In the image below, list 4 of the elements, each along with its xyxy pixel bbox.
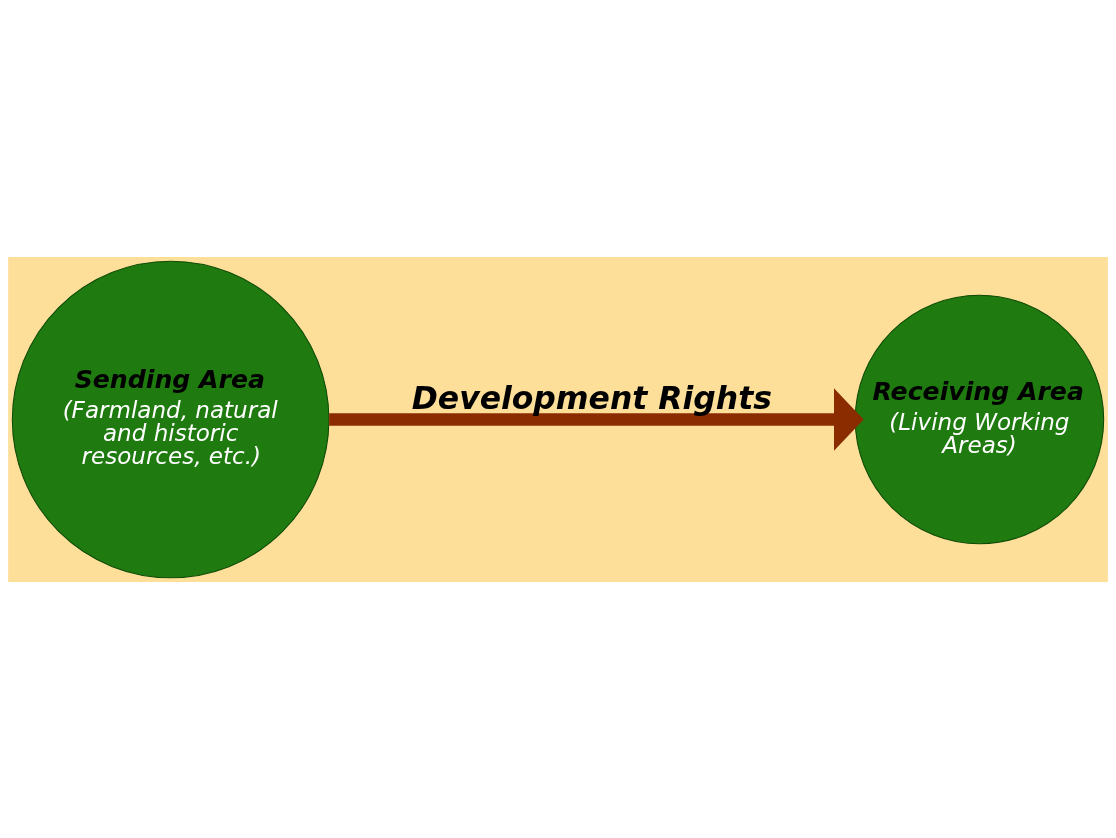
node-circle: Sending Area (Farmland, natural and historic resources, etc.): [11, 260, 330, 578]
node-circle: Receiving Area (Living Working Areas): [854, 294, 1105, 544]
arrow: [329, 387, 864, 451]
edge-label: Development Rights: [411, 379, 772, 416]
